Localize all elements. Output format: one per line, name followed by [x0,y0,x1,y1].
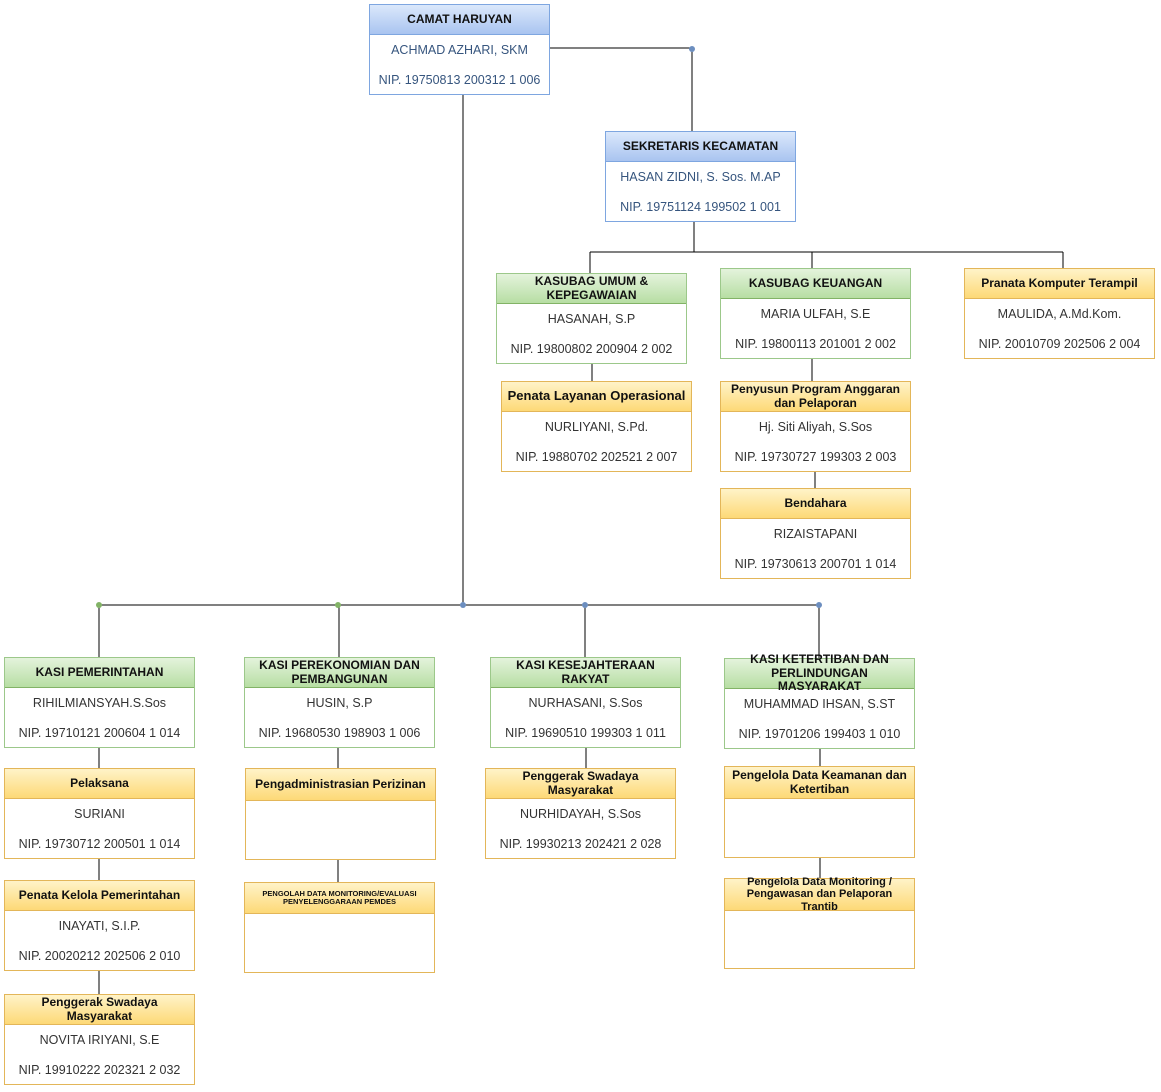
node-title: KASI KESEJAHTERAAN RAKYAT [491,658,680,688]
node-name: MAULIDA, A.Md.Kom. [997,307,1122,321]
node-nip: NIP. 19680530 198903 1 006 [258,726,421,740]
node-name: NURLIYANI, S.Pd. [544,420,649,434]
node-name: ACHMAD AZHARI, SKM [391,43,528,57]
node-title: KASI KETERTIBAN DAN PERLINDUNGAN MASYARA… [725,653,914,693]
node-penggerak-swadaya-1[interactable]: Penggerak Swadaya Masyarakat NOVITA IRIY… [4,994,195,1085]
node-pengelola-data-monitoring[interactable]: Pengelola Data Monitoring / Pengawasan d… [724,876,915,971]
node-nip: NIP. 19751124 199502 1 001 [620,200,781,214]
node-nip: NIP. 19910222 202321 2 032 [18,1063,181,1077]
node-pengelola-data-keamanan[interactable]: Pengelola Data Keamanan dan Ketertiban [724,766,915,858]
node-name: Hj. Siti Aliyah, S.Sos [758,420,873,434]
node-nip: NIP. 19730727 199303 2 003 [734,450,897,464]
node-title: Pelaksana [5,769,194,799]
node-nip: NIP. 20020212 202506 2 010 [18,949,181,963]
node-kasi-ketertiban[interactable]: KASI KETERTIBAN DAN PERLINDUNGAN MASYARA… [724,653,915,749]
node-nip: NIP. 19730613 200701 1 014 [734,557,897,571]
node-name: NURHASANI, S.Sos [528,696,643,710]
node-nip: NIP. 19880702 202521 2 007 [515,450,678,464]
node-name: MUHAMMAD IHSAN, S.ST [743,697,896,711]
node-nip [246,831,435,861]
node-nip [245,944,434,974]
node-pranata-komputer[interactable]: Pranata Komputer Terampil MAULIDA, A.Md.… [964,268,1155,359]
node-title: Penata Layanan Operasional [502,382,691,412]
node-dot [689,46,695,52]
node-title: Penyusun Program Anggaran dan Pelaporan [721,382,910,412]
connector-camat-sekcam [549,47,693,131]
node-nip: NIP. 19730712 200501 1 014 [18,837,181,851]
node-pengolah-data-monitoring[interactable]: PENGOLAH DATA MONITORING/EVALUASI PENYEL… [244,882,435,973]
node-pengadministrasian-perizinan[interactable]: Pengadministrasian Perizinan [245,768,436,860]
node-dot [460,602,466,608]
node-title: SEKRETARIS KECAMATAN [606,132,795,162]
node-nip [725,829,914,859]
node-nip: NIP. 19800802 200904 2 002 [510,342,673,356]
node-title: Penggerak Swadaya Masyarakat [486,769,675,799]
node-name: INAYATI, S.I.P. [58,919,141,933]
node-name [246,801,435,831]
node-dot [335,602,341,608]
node-bendahara[interactable]: Bendahara RIZAISTAPANI NIP. 19730613 200… [720,488,911,579]
node-kasi-kesejahteraan[interactable]: KASI KESEJAHTERAAN RAKYAT NURHASANI, S.S… [490,657,681,748]
node-name: NURHIDAYAH, S.Sos [519,807,642,821]
node-nip: NIP. 19710121 200604 1 014 [18,726,181,740]
node-dot [96,602,102,608]
node-title: Pengadministrasian Perizinan [246,769,435,801]
node-kasubag-umum[interactable]: KASUBAG UMUM & KEPEGAWAIAN HASANAH, S.P … [496,273,687,364]
node-title: Pengelola Data Keamanan dan Ketertiban [725,767,914,799]
node-pelaksana[interactable]: Pelaksana SURIANI NIP. 19730712 200501 1… [4,768,195,859]
node-kasi-pemerintahan[interactable]: KASI PEMERINTAHAN RIHILMIANSYAH.S.Sos NI… [4,657,195,748]
node-name: HASANAH, S.P [547,312,636,326]
node-title: PENGOLAH DATA MONITORING/EVALUASI PENYEL… [245,883,434,914]
node-penata-kelola[interactable]: Penata Kelola Pemerintahan INAYATI, S.I.… [4,880,195,971]
node-penggerak-swadaya-2[interactable]: Penggerak Swadaya Masyarakat NURHIDAYAH,… [485,768,676,859]
node-nip: NIP. 19701206 199403 1 010 [738,727,901,741]
node-name: NOVITA IRIYANI, S.E [39,1033,160,1047]
node-title: Bendahara [721,489,910,519]
node-dot [816,602,822,608]
node-title: KASUBAG KEUANGAN [721,269,910,299]
node-nip: NIP. 19930213 202421 2 028 [499,837,662,851]
node-nip: NIP. 19800113 201001 2 002 [735,337,896,351]
node-nip: NIP. 19750813 200312 1 006 [378,73,541,87]
node-name: RIHILMIANSYAH.S.Sos [32,696,167,710]
node-title: KASI PEMERINTAHAN [5,658,194,688]
node-name [725,911,914,941]
node-name: RIZAISTAPANI [773,527,858,541]
node-title: Pranata Komputer Terampil [965,269,1154,299]
node-kasi-perekonomian[interactable]: KASI PEREKONOMIAN DAN PEMBANGUNAN HUSIN,… [244,657,435,748]
node-camat[interactable]: CAMAT HARUYAN ACHMAD AZHARI, SKM NIP. 19… [369,4,550,95]
node-title: Penata Kelola Pemerintahan [5,881,194,911]
node-name: HUSIN, S.P [306,696,373,710]
node-name [245,914,434,944]
node-title: KASUBAG UMUM & KEPEGAWAIAN [497,274,686,304]
node-name [725,799,914,829]
node-nip: NIP. 20010709 202506 2 004 [978,337,1141,351]
node-penyusun-program[interactable]: Penyusun Program Anggaran dan Pelaporan … [720,381,911,472]
node-name: HASAN ZIDNI, S. Sos. M.AP [620,170,781,184]
node-kasubag-keuangan[interactable]: KASUBAG KEUANGAN MARIA ULFAH, S.E NIP. 1… [720,268,911,359]
node-name: SURIANI [74,807,125,821]
node-dot [582,602,588,608]
node-title: KASI PEREKONOMIAN DAN PEMBANGUNAN [245,658,434,688]
node-title: CAMAT HARUYAN [370,5,549,35]
node-nip [725,941,914,971]
node-penata-layanan[interactable]: Penata Layanan Operasional NURLIYANI, S.… [501,381,692,472]
node-name: MARIA ULFAH, S.E [760,307,871,321]
node-nip: NIP. 19690510 199303 1 011 [505,726,666,740]
node-sekcam[interactable]: SEKRETARIS KECAMATAN HASAN ZIDNI, S. Sos… [605,131,796,222]
node-title: Penggerak Swadaya Masyarakat [5,995,194,1025]
node-title: Pengelola Data Monitoring / Pengawasan d… [725,876,914,913]
